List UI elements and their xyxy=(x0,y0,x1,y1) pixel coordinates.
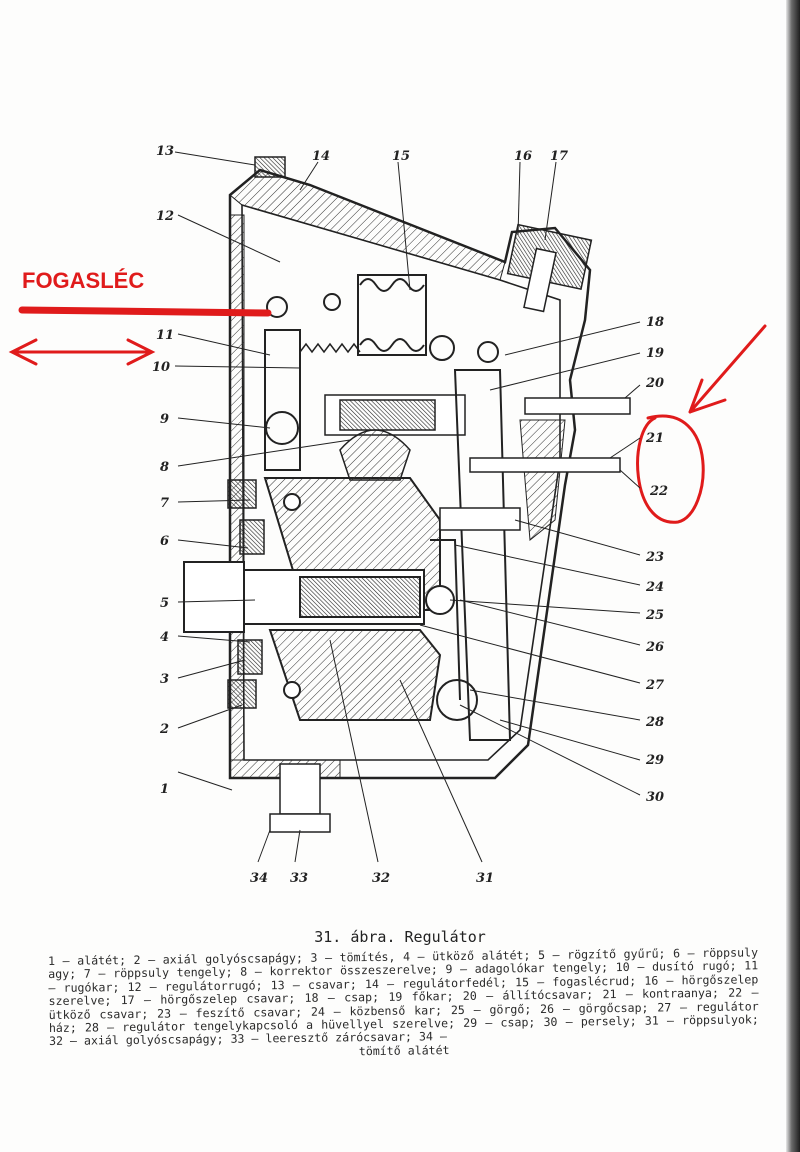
callout-12: 12 xyxy=(156,209,174,224)
red-annotations xyxy=(8,306,767,524)
callout-25: 25 xyxy=(645,608,664,623)
adjusting-screws xyxy=(439,397,631,531)
callout-labels: 1 2 3 4 5 6 7 8 9 10 11 12 13 14 15 16 1… xyxy=(152,144,668,886)
figure-legend: 1 – alátét; 2 – axiál golyóscsapágy; 3 –… xyxy=(47,945,759,1062)
callout-2: 2 xyxy=(159,722,169,737)
regulator-spring xyxy=(357,274,427,356)
drain-plug xyxy=(269,763,331,833)
fogasléc-pointer xyxy=(18,306,272,317)
callout-31: 31 xyxy=(476,871,494,886)
callout-18: 18 xyxy=(646,315,664,330)
callout-14: 14 xyxy=(312,149,330,164)
callout-32: 32 xyxy=(372,871,390,886)
callout-21: 21 xyxy=(645,431,664,446)
callout-7: 7 xyxy=(160,496,169,511)
legend-text: 1 – alátét; 2 – axiál golyóscsapágy; 3 –… xyxy=(47,945,759,1049)
callout-22: 22 xyxy=(649,484,668,499)
callout-23: 23 xyxy=(645,550,664,565)
bearings xyxy=(227,479,265,709)
callout-4: 4 xyxy=(160,630,169,645)
callout-27: 27 xyxy=(645,678,664,693)
callout-24: 24 xyxy=(645,580,664,595)
callout-9: 9 xyxy=(160,412,169,427)
regulator-shaft xyxy=(183,561,455,633)
double-arrow xyxy=(8,338,156,366)
levers xyxy=(264,293,512,741)
callout-6: 6 xyxy=(160,534,169,549)
scan-edge-shadow xyxy=(786,0,800,1152)
callout-10: 10 xyxy=(152,360,170,375)
callout-8: 8 xyxy=(160,460,169,475)
figure-caption: 31. ábra. Regulátor xyxy=(314,928,486,946)
corrector xyxy=(324,394,466,481)
callout-1: 1 xyxy=(160,782,169,797)
callout-30: 30 xyxy=(646,790,664,805)
leader-lines xyxy=(174,151,641,863)
callout-28: 28 xyxy=(645,715,664,730)
callout-11: 11 xyxy=(156,328,174,343)
choke-valve xyxy=(506,223,593,313)
callout-20: 20 xyxy=(645,376,664,391)
callout-34: 34 xyxy=(250,871,268,886)
damper-spring xyxy=(299,342,361,354)
highlight-arrow xyxy=(688,324,767,414)
callout-29: 29 xyxy=(645,753,664,768)
callout-13: 13 xyxy=(156,144,174,159)
regulator-drawing: 1 2 3 4 5 6 7 8 9 10 11 12 13 14 15 16 1… xyxy=(8,144,767,886)
callout-26: 26 xyxy=(645,640,664,655)
callout-19: 19 xyxy=(646,346,664,361)
callout-17: 17 xyxy=(550,149,568,164)
highlight-circle xyxy=(636,414,705,524)
callout-15: 15 xyxy=(392,149,410,164)
callout-5: 5 xyxy=(160,596,169,611)
screw-13 xyxy=(254,156,286,178)
callout-3: 3 xyxy=(160,672,169,687)
callout-16: 16 xyxy=(514,149,532,164)
callout-33: 33 xyxy=(290,871,308,886)
fogasléc-annotation: FOGASLÉC xyxy=(22,268,144,293)
